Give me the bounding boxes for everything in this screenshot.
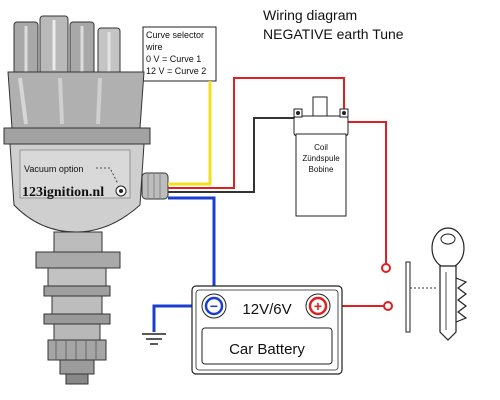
battery-voltage: 12V/6V <box>242 301 291 318</box>
distributor <box>3 15 169 385</box>
blue-wire-battery <box>168 196 216 300</box>
switch-contact-top <box>381 263 391 273</box>
battery-name: Car Battery <box>229 341 305 358</box>
car-battery <box>191 285 343 375</box>
ignition-coil <box>293 96 349 217</box>
red-wire-coil-switch <box>344 121 387 266</box>
battery-minus: − <box>210 298 218 314</box>
curve-selector-note <box>142 26 217 82</box>
vacuum-option-label: Vacuum option <box>24 164 83 174</box>
brand-label: 123ignition.nl <box>22 185 104 200</box>
coil-label-3: Bobine <box>309 165 334 174</box>
curve-note-line-2: wire <box>145 42 163 52</box>
coil-label-2: Zündspule <box>302 154 340 163</box>
title-line-1: Wiring diagram <box>263 7 357 23</box>
battery-plus: + <box>314 298 322 314</box>
ignition-switch-plate <box>405 261 411 333</box>
coil-label-1: Coil <box>314 143 328 152</box>
vacuum-pointer <box>96 167 119 185</box>
ignition-key-icon <box>431 227 468 341</box>
title-line-2: NEGATIVE earth Tune <box>263 26 404 42</box>
black-wire-coil <box>168 117 298 193</box>
curve-note-line-1: Curve selector <box>146 30 204 40</box>
red-wire-distributor <box>168 77 345 189</box>
yellow-curve-wire <box>168 81 212 186</box>
curve-note-line-4: 12 V = Curve 2 <box>146 66 206 76</box>
curve-note-line-3: 0 V = Curve 1 <box>146 54 201 64</box>
blue-ground-wire <box>152 304 205 332</box>
switch-contact-bottom <box>383 301 393 311</box>
ground-icon <box>142 333 166 345</box>
